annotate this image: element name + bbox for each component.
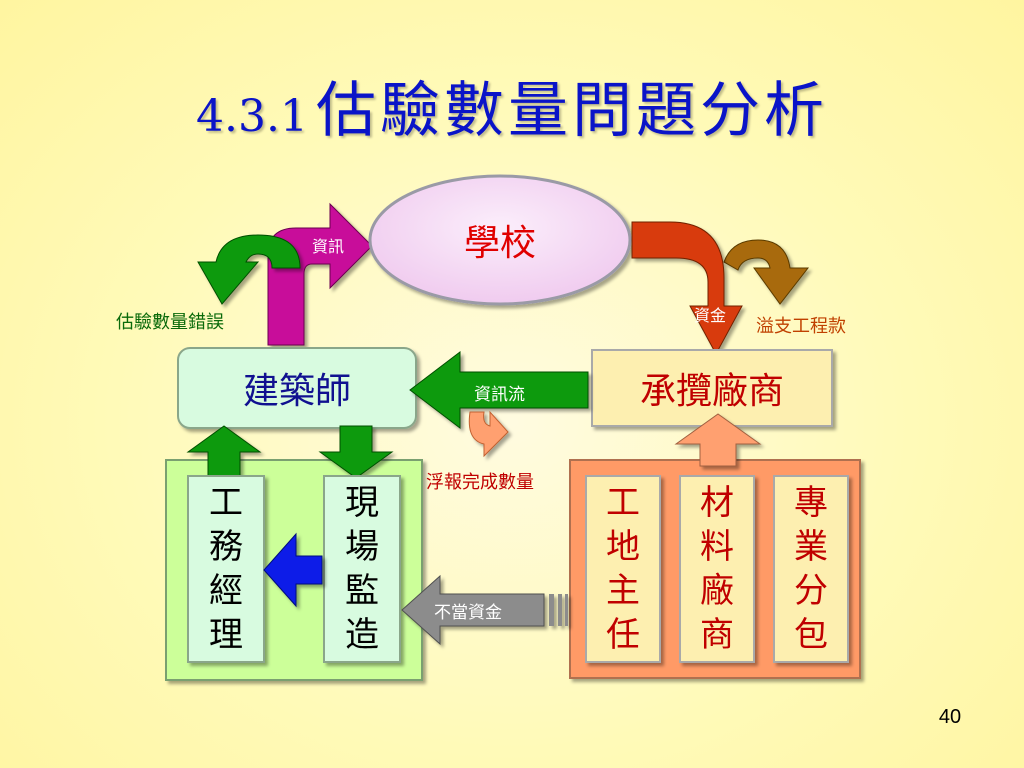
contractor-label: 承攬廠商 <box>639 371 784 412</box>
site-foreman-label: 工 地 主 任 <box>586 476 660 662</box>
char: 工 <box>606 483 640 523</box>
site-supervisor-node <box>323 475 401 663</box>
slide-title-text: 估驗數量問題分析 <box>315 76 828 146</box>
improper-funds-arrow <box>401 574 568 646</box>
char: 主 <box>606 571 640 611</box>
manager-to-architect-arrow <box>186 425 262 479</box>
subcontractor-label: 專 業 分 包 <box>774 476 848 662</box>
char: 廠 <box>700 571 734 611</box>
char: 監 <box>345 571 379 611</box>
false-report-label: 浮報完成數量 <box>426 472 534 493</box>
overpayment-label: 溢支工程款 <box>756 316 846 337</box>
char: 料 <box>700 527 734 567</box>
material-supplier-label: 材 料 廠 商 <box>680 476 754 662</box>
char: 任 <box>606 615 640 655</box>
char: 包 <box>794 615 828 655</box>
section-number: 4.3.1 <box>196 91 308 142</box>
char: 工 <box>209 483 243 523</box>
site-supervisor-label: 現 場 監 造 <box>324 476 400 662</box>
material-supplier-node <box>679 475 755 663</box>
funds-arrow <box>631 221 743 356</box>
char: 理 <box>209 615 243 655</box>
architect-label: 建築師 <box>242 371 351 412</box>
false-report-arrow <box>468 410 509 458</box>
info-flow-label: 資訊流 <box>474 385 525 405</box>
info-label: 資訊 <box>312 237 345 256</box>
char: 現 <box>345 483 379 523</box>
estimate-error-arrow <box>197 234 301 305</box>
page-number: 40 <box>938 706 962 728</box>
estimate-error-label: 估驗數量錯誤 <box>116 312 224 333</box>
char: 專 <box>794 483 828 523</box>
school-node <box>368 174 632 306</box>
info-arrow <box>267 202 373 346</box>
site-foreman-node <box>585 475 661 663</box>
char: 造 <box>345 615 379 655</box>
engineering-manager-label: 工 務 經 理 <box>188 476 264 662</box>
school-label: 學校 <box>463 223 536 264</box>
info-flow-arrow <box>409 350 589 430</box>
overpayment-arrow <box>723 239 810 305</box>
architect-to-supervisor-arrow <box>318 425 394 479</box>
engineering-manager-node <box>187 475 265 663</box>
contractor-input-arrow <box>674 413 762 467</box>
char: 業 <box>794 527 828 567</box>
subcontractor-node <box>773 475 849 663</box>
char: 場 <box>345 527 379 567</box>
improper-funds-label: 不當資金 <box>434 603 502 623</box>
supervisor-to-manager-arrow <box>263 532 323 608</box>
funds-label: 資金 <box>694 306 727 325</box>
char: 經 <box>209 571 243 611</box>
char: 地 <box>606 527 640 567</box>
char: 材 <box>700 483 734 523</box>
char: 商 <box>700 615 734 655</box>
char: 務 <box>209 527 243 567</box>
char: 分 <box>794 571 828 611</box>
